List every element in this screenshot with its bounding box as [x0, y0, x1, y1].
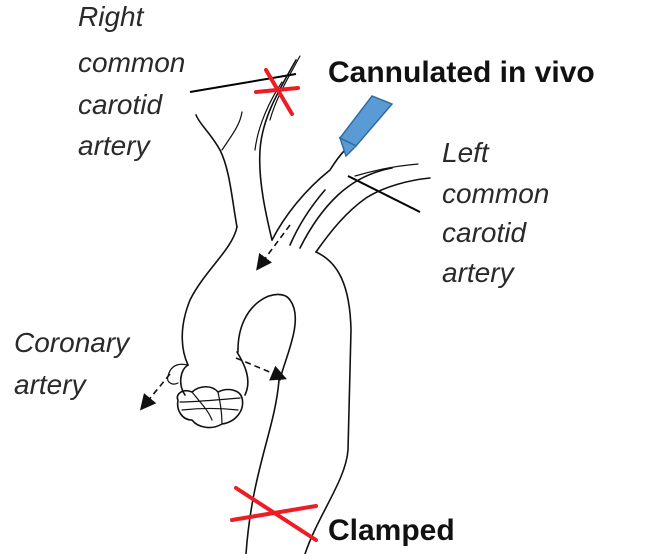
left-subclavian-inner — [355, 164, 418, 176]
right-subclavian-inner — [222, 112, 242, 150]
left-carotid-wall-3 — [300, 168, 392, 248]
left-carotid-line-4: artery — [442, 257, 516, 288]
cannulated-label: Cannulated in vivo — [328, 56, 595, 89]
right-carotid-branches — [196, 56, 300, 240]
right-carotid-line-2: common — [78, 47, 185, 78]
flow-arrow-arch — [258, 225, 290, 268]
left-carotid-branches — [272, 150, 430, 252]
flow-arrow-coronary — [142, 374, 170, 408]
coronary-artery-label: Coronary artery — [14, 327, 131, 400]
left-carotid-line-3: carotid — [442, 217, 527, 248]
brachiocephalic-left-wall — [196, 115, 237, 227]
left-carotid-wall-1 — [272, 150, 345, 240]
ascending-aorta-outer-wall — [182, 227, 237, 365]
descending-aorta-inner-wall — [246, 380, 279, 554]
right-carotid-line-1: Right — [78, 1, 145, 32]
left-carotid-line-2: common — [442, 178, 549, 209]
coronary-line-1: Coronary — [14, 327, 131, 358]
right-carotid-line-3: carotid — [78, 89, 163, 120]
aortic-valve-cusp-line-1 — [192, 392, 212, 420]
right-common-carotid-label: Right common carotid artery — [78, 1, 185, 161]
aortic-valve-cusp-line-3 — [180, 398, 240, 402]
clamped-label: Clamped — [328, 514, 455, 547]
inner-arch-wall — [238, 294, 295, 380]
aortic-valve-cusp-line-4 — [182, 409, 238, 411]
left-carotid-wall-2 — [290, 190, 325, 245]
right-carotid-line-4: artery — [78, 130, 152, 161]
cannula-icon — [340, 96, 392, 156]
coronary-line-2: artery — [14, 369, 88, 400]
left-carotid-line-1: Left — [442, 137, 490, 168]
flow-arrow-ductus — [236, 358, 284, 378]
left-common-carotid-label: Left common carotid artery — [442, 137, 549, 288]
aortic-valve — [177, 387, 242, 428]
red-x-icon — [232, 70, 316, 540]
descending-aorta-clamp-mark — [232, 488, 316, 540]
cannula-body — [340, 96, 392, 146]
